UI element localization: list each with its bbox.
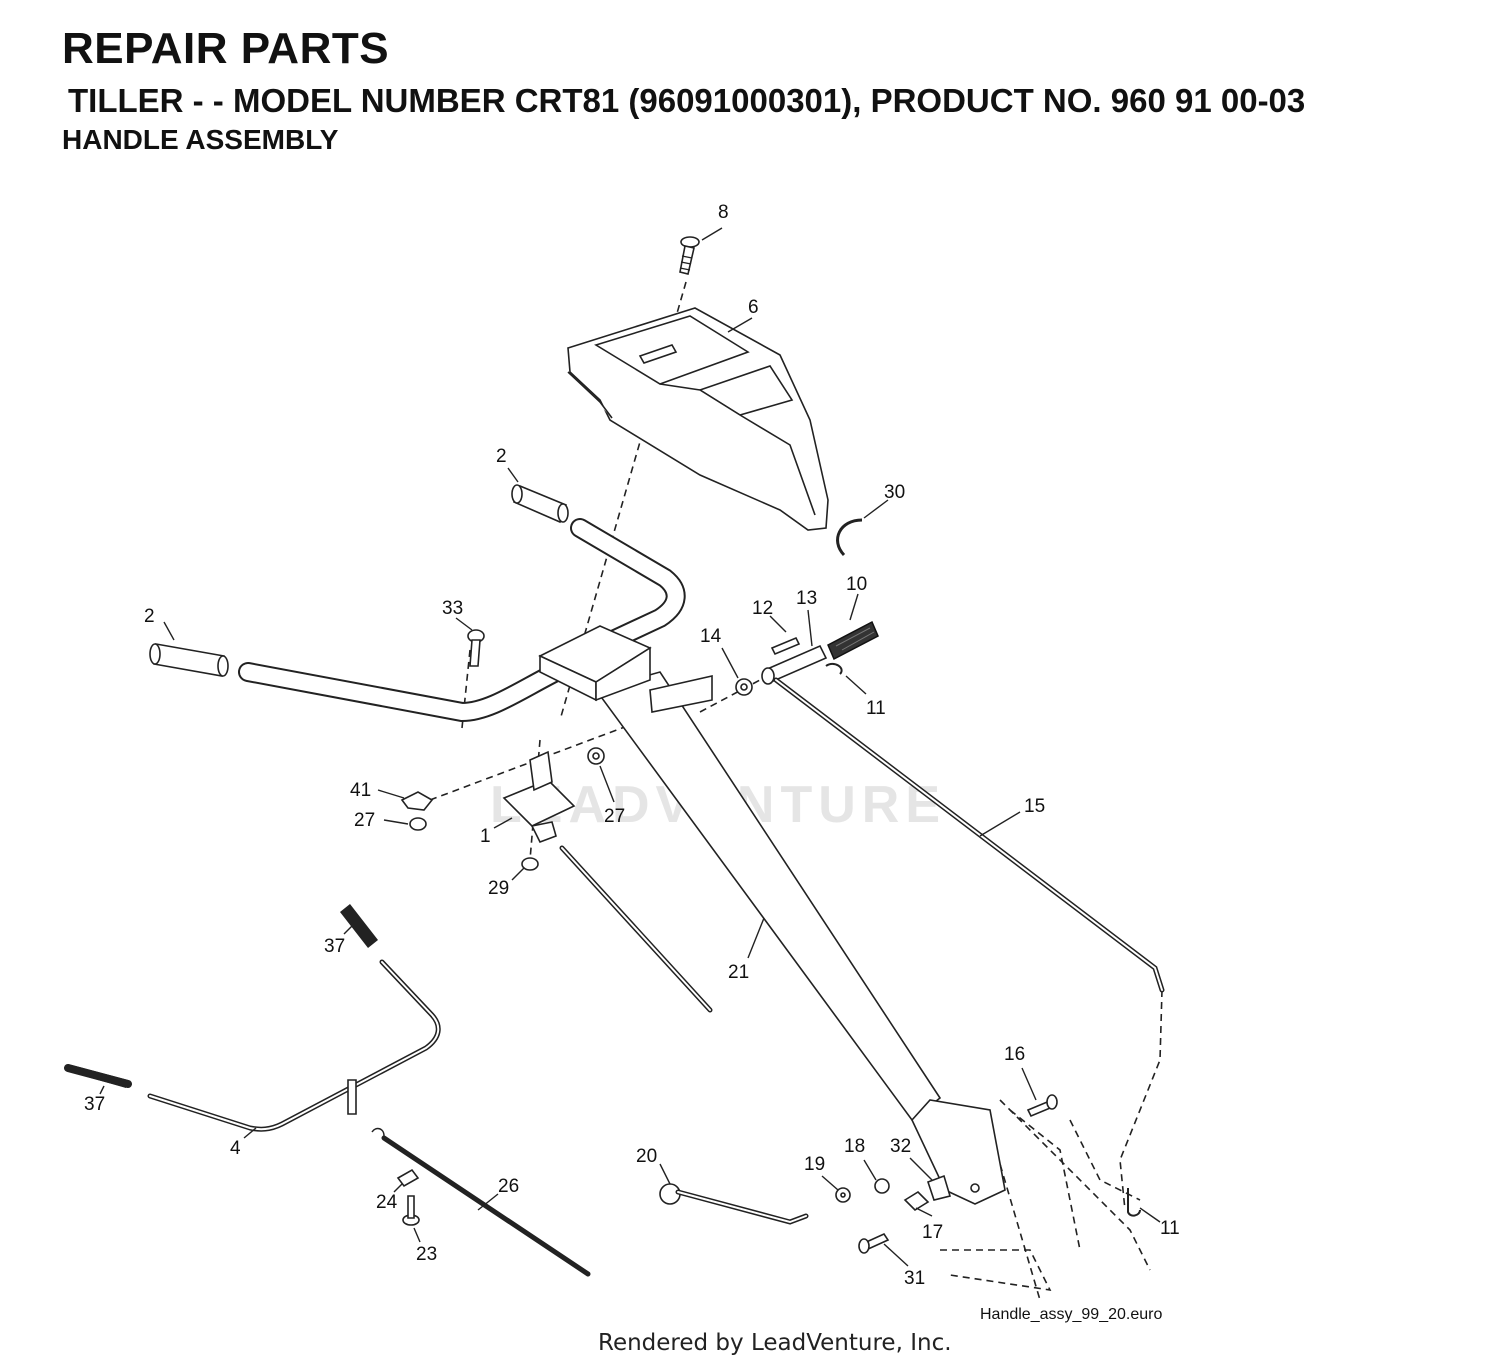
part-29-nut[interactable] (521, 857, 539, 871)
handlebar-tube[interactable] (238, 518, 686, 722)
part-21-main-handle[interactable] (538, 625, 1006, 1205)
part-20-shift-lever[interactable] (659, 1183, 809, 1225)
callout-21[interactable]: 21 (728, 962, 749, 983)
callout-27-right[interactable]: 27 (604, 806, 625, 827)
callout-1[interactable]: 1 (480, 826, 491, 847)
callout-4[interactable]: 4 (230, 1138, 241, 1159)
diagram-filename: Handle_assy_99_20.euro (980, 1306, 1163, 1323)
part-26-cable[interactable] (371, 1127, 591, 1277)
part-23-bolt[interactable] (402, 1195, 420, 1226)
part-8-bolt[interactable] (679, 236, 700, 275)
callout-26[interactable]: 26 (498, 1176, 519, 1197)
page-title: REPAIR PARTS (62, 24, 390, 73)
callout-6[interactable]: 6 (748, 297, 759, 318)
part-30-clip[interactable] (836, 518, 863, 557)
part-15-rod[interactable] (773, 677, 1165, 993)
callout-2-upper[interactable]: 2 (496, 446, 507, 467)
part-11-clip-lower[interactable] (1127, 1188, 1141, 1217)
part-27-nut-right[interactable] (587, 747, 605, 765)
callout-12[interactable]: 12 (752, 598, 773, 619)
callout-23[interactable]: 23 (416, 1244, 437, 1265)
part-4-bail[interactable] (147, 959, 441, 1132)
callout-30[interactable]: 30 (884, 482, 905, 503)
part-27-nut-left[interactable] (409, 817, 427, 831)
callout-14[interactable]: 14 (700, 626, 722, 647)
part-6-console-cover[interactable] (567, 307, 829, 531)
callout-17[interactable]: 17 (922, 1222, 943, 1243)
callout-37-lower[interactable]: 37 (84, 1094, 105, 1115)
callout-19[interactable]: 19 (804, 1154, 825, 1175)
callout-11-upper[interactable]: 11 (866, 698, 886, 719)
part-37-grip-upper[interactable] (340, 904, 378, 948)
callout-20[interactable]: 20 (636, 1146, 657, 1167)
model-subtitle: TILLER - - MODEL NUMBER CRT81 (960910003… (68, 82, 1306, 119)
part-16-bolt[interactable] (1026, 1094, 1058, 1118)
part-1-control-bracket[interactable] (502, 750, 713, 1013)
part-12-bolt[interactable] (770, 636, 801, 656)
part-33-carriage-bolt[interactable] (467, 629, 485, 667)
part-13-lever-tube[interactable] (761, 644, 828, 685)
part-18-nut[interactable] (874, 1178, 890, 1194)
callout-16[interactable]: 16 (1004, 1044, 1025, 1065)
part-41-clamp[interactable] (400, 791, 434, 811)
part-19-washer[interactable] (835, 1187, 851, 1203)
section-title: HANDLE ASSEMBLY (62, 124, 339, 155)
callout-10[interactable]: 10 (846, 574, 867, 595)
callout-31[interactable]: 31 (904, 1268, 925, 1289)
part-11-clip-upper[interactable] (825, 662, 843, 675)
callout-32[interactable]: 32 (890, 1136, 911, 1157)
part-2-grip-upper[interactable] (511, 484, 569, 524)
leader-lines (99, 227, 1161, 1267)
part-32-bushing[interactable] (926, 1174, 952, 1201)
part-24-clip[interactable] (396, 1168, 420, 1188)
callout-37-upper[interactable]: 37 (324, 936, 345, 957)
part-10-grip[interactable] (827, 620, 879, 661)
callout-11-lower[interactable]: 11 (1160, 1218, 1180, 1239)
callout-41[interactable]: 41 (350, 780, 371, 801)
callout-13[interactable]: 13 (796, 588, 817, 609)
part-14-spacer[interactable] (735, 678, 753, 696)
part-17-pad[interactable] (903, 1190, 930, 1212)
callout-2-lower[interactable]: 2 (144, 606, 155, 627)
callout-15[interactable]: 15 (1024, 796, 1045, 817)
callout-33[interactable]: 33 (442, 598, 463, 619)
part-2-grip-lower[interactable] (149, 643, 229, 677)
rendered-by-credit: Rendered by LeadVenture, Inc. (598, 1330, 952, 1356)
part-37-grip-lower[interactable] (64, 1064, 132, 1088)
callout-8[interactable]: 8 (718, 202, 729, 223)
part-31-bolt[interactable] (858, 1232, 890, 1254)
callout-24[interactable]: 24 (376, 1192, 398, 1213)
callout-numbers: 8 6 2 2 30 33 10 12 13 14 11 15 41 27 27… (84, 202, 1180, 1289)
callout-27-left[interactable]: 27 (354, 810, 375, 831)
callout-29[interactable]: 29 (488, 878, 509, 899)
callout-18[interactable]: 18 (844, 1136, 865, 1157)
